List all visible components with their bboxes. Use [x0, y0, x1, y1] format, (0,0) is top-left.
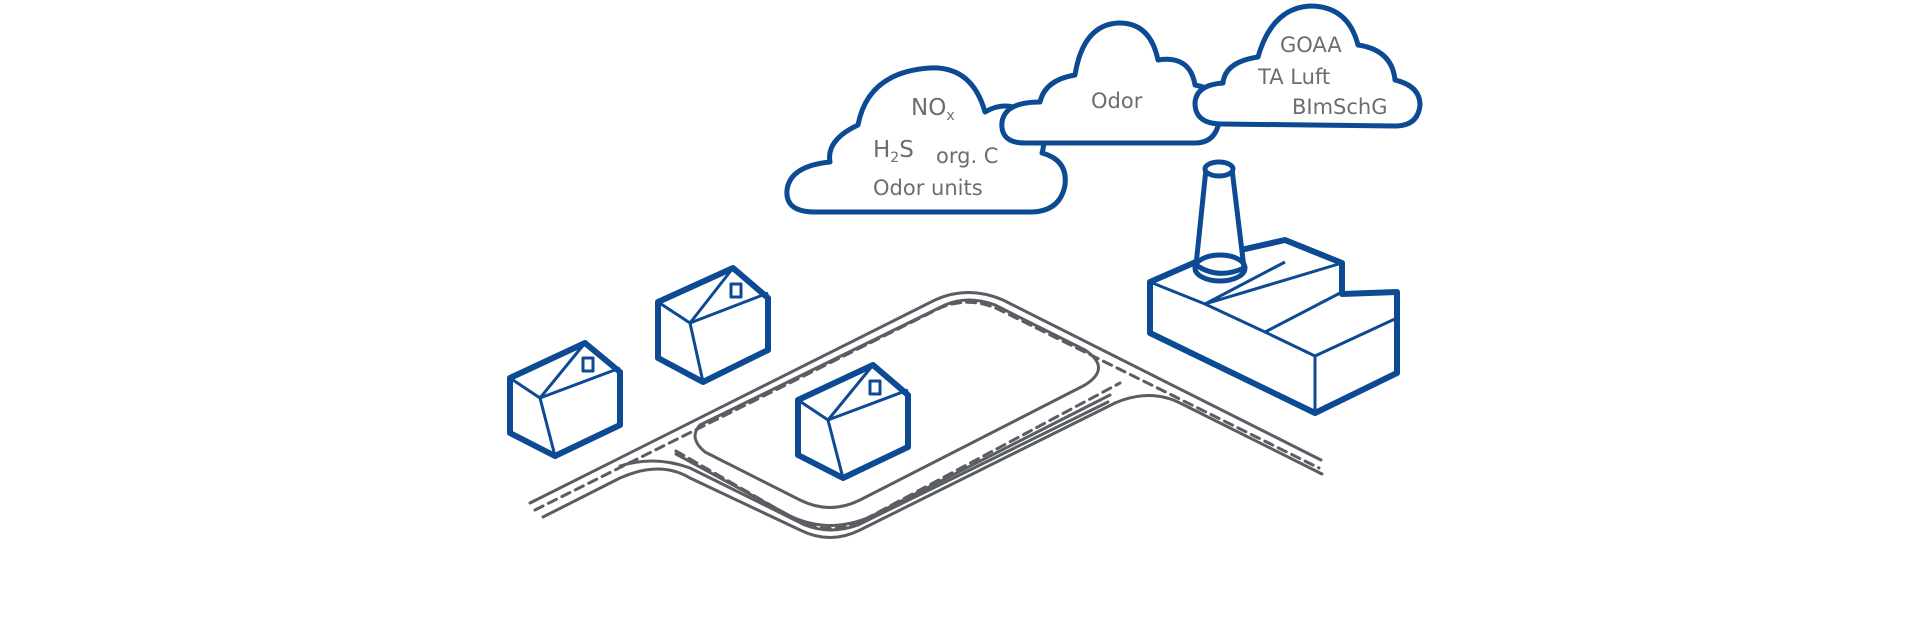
chimney-icon [1192, 159, 1248, 284]
factory-icon [1147, 237, 1400, 416]
odor-label: Odor [1091, 89, 1143, 113]
road-bottom-edge [618, 400, 1110, 532]
house-icon [795, 362, 911, 481]
road-outer-edge [528, 291, 1323, 505]
ta-luft-label: TA Luft [1257, 65, 1330, 89]
svg-text:NOx: NOx [911, 95, 955, 124]
cloud-middle-shape [999, 20, 1223, 146]
h2s-subscript: 2 [890, 150, 899, 166]
no-label: NO [911, 95, 946, 121]
house-icon [655, 265, 771, 385]
cloud-middle: Odor [999, 20, 1223, 146]
svg-text:H2S: H2S [873, 137, 914, 166]
road-inner-edge-upper [541, 394, 1324, 539]
cloud-right: GOAA TA Luft BImSchG [1192, 3, 1423, 129]
goaa-label: GOAA [1280, 33, 1342, 57]
h2s-label-h: H [873, 137, 890, 163]
no-subscript: x [946, 108, 954, 124]
road-loop-inner [693, 298, 1100, 509]
h2s-label-s: S [899, 137, 914, 163]
road-icon [528, 291, 1324, 539]
cloud-left-shape [784, 65, 1068, 215]
org-c-label: org. C [936, 144, 998, 168]
cloud-left: NOx H2S org. C Odor units [784, 65, 1068, 215]
cloud-right-shape [1192, 3, 1423, 129]
house-icon [507, 340, 623, 459]
odor-units-label: Odor units [873, 176, 983, 200]
bimschg-label: BImSchG [1292, 95, 1388, 119]
